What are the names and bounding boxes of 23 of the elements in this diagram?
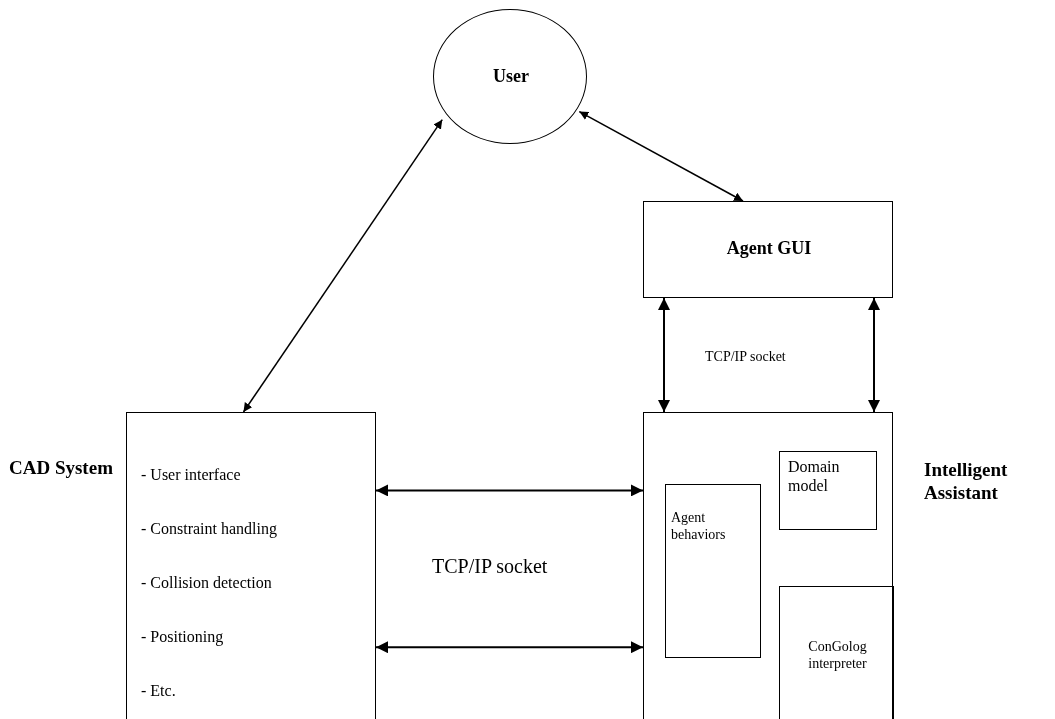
feature-item: - User interface xyxy=(141,465,241,485)
node-title: Agent behaviors xyxy=(671,510,727,544)
node-title: ConGolog interpreter xyxy=(807,639,868,673)
node-title: User xyxy=(492,66,530,88)
component-box xyxy=(643,201,893,298)
double-arrow xyxy=(868,297,880,413)
double-arrow xyxy=(578,110,744,202)
double-arrow xyxy=(242,118,443,413)
feature-item: - Constraint handling xyxy=(141,519,277,539)
component-box xyxy=(779,586,894,719)
feature-item: - Collision detection xyxy=(141,573,272,593)
side-heading: Intelligent Assistant xyxy=(924,459,1009,505)
component-box xyxy=(665,484,761,658)
component-box xyxy=(779,451,877,530)
feature-item: - Positioning xyxy=(141,627,224,647)
node-title: Domain model xyxy=(788,457,841,496)
side-heading: CAD System xyxy=(9,457,114,480)
double-arrow xyxy=(375,641,644,654)
ellipse-node xyxy=(433,9,587,144)
node-title: Agent GUI xyxy=(725,238,813,260)
double-arrow xyxy=(658,297,670,413)
feature-item: - Etc. xyxy=(141,681,176,701)
double-arrow xyxy=(375,484,644,497)
